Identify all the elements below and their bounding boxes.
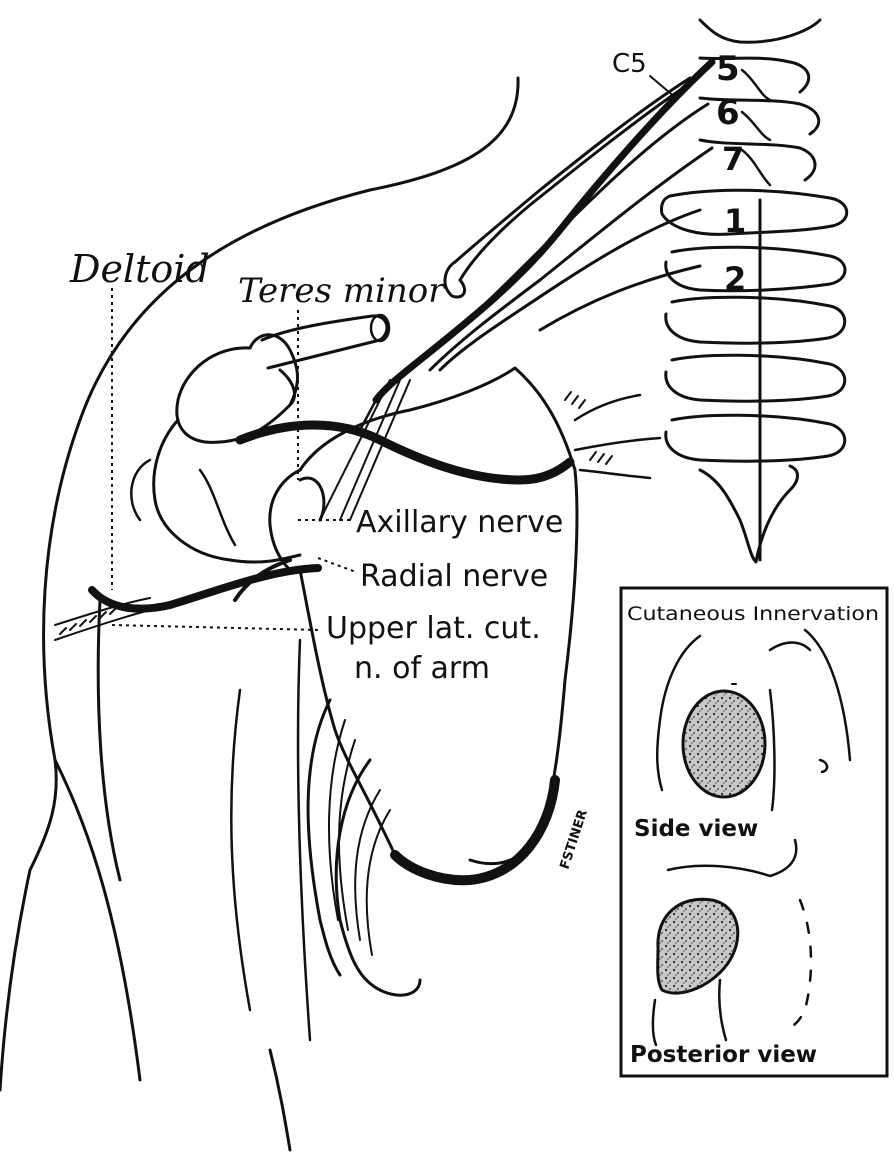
- radial-nerve-label: Radial nerve: [360, 559, 548, 594]
- teres-muscles: [306, 698, 422, 997]
- inset-title: Cutaneous Innervation: [627, 603, 879, 625]
- axillary-nerve-path: [54, 558, 322, 641]
- side-view-innervation-area: [681, 689, 767, 799]
- upper-lat-cut-label-line2: n. of arm: [354, 651, 490, 686]
- vertebra-label-t1: 1: [724, 202, 746, 240]
- cutaneous-innervation-inset: Cutaneous Innervation Side view Posterio…: [619, 586, 889, 1078]
- body-outline: [0, 76, 520, 1152]
- leader-lines: [111, 75, 677, 631]
- vertebra-labels: 5 6 7 1 2: [716, 49, 746, 298]
- side-view-figure: [655, 628, 852, 812]
- upper-lat-cut-label-line1: Upper lat. cut.: [326, 611, 541, 646]
- brachial-plexus: [319, 58, 716, 521]
- deltoid-label: Deltoid: [69, 247, 210, 291]
- vertebra-label-t2: 2: [724, 260, 746, 298]
- posterior-view-figure: [651, 838, 813, 1047]
- scapula: [235, 366, 662, 886]
- humerus-head: [130, 333, 302, 572]
- inset-frame: [619, 586, 889, 1078]
- side-view-label: Side view: [634, 816, 758, 842]
- vertebra-label-c5: 5: [716, 49, 740, 89]
- artist-signature: FSTINER: [558, 808, 591, 871]
- teres-minor-label: Teres minor: [238, 271, 446, 311]
- vertebra-label-c6: 6: [716, 93, 740, 133]
- c5-label: C5: [612, 49, 647, 79]
- spine: [660, 18, 849, 564]
- clavicle: [260, 313, 391, 370]
- vertebra-label-c7: 7: [722, 140, 744, 178]
- axillary-nerve-label: Axillary nerve: [356, 505, 563, 540]
- posterior-view-label: Posterior view: [630, 1042, 817, 1068]
- posterior-view-innervation-area: [656, 897, 740, 995]
